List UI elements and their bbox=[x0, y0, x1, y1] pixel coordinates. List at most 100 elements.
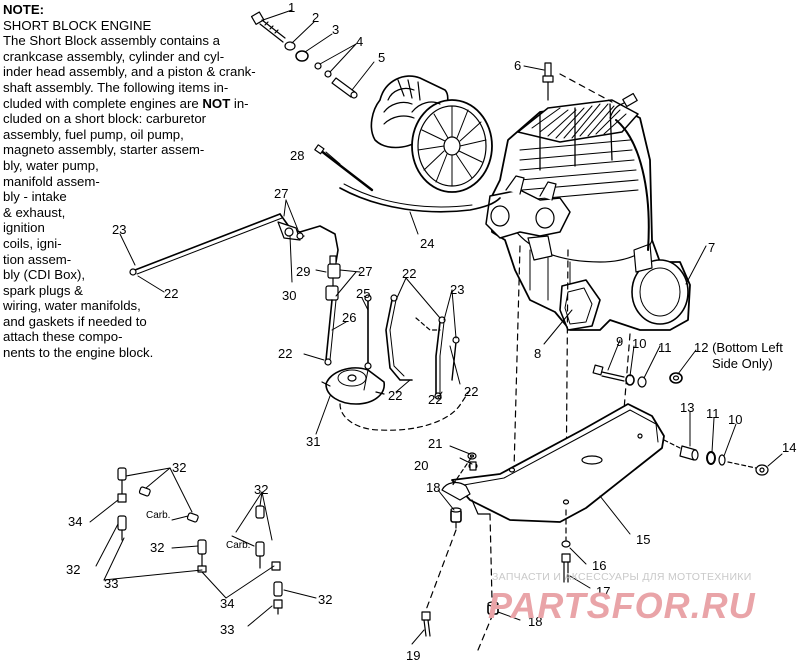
note-line: manifold assem- bbox=[3, 173, 100, 189]
note-line: cluded on a short block: carburetor bbox=[3, 111, 207, 127]
rubber-mount-part-18 bbox=[450, 507, 462, 529]
callout-22b: 22 bbox=[278, 346, 292, 361]
cable-tie-part-28 bbox=[314, 144, 374, 192]
callout-6: 6 bbox=[514, 58, 521, 73]
callout-24: 24 bbox=[420, 236, 434, 251]
callout-5: 5 bbox=[378, 50, 385, 65]
callout-34b: 34 bbox=[220, 596, 234, 611]
washer-part-11b bbox=[706, 451, 716, 465]
callout-32c: 32 bbox=[150, 540, 164, 555]
callout-21: 21 bbox=[428, 436, 442, 451]
carb-label-1: Carb. bbox=[146, 510, 170, 521]
washer-part-3 bbox=[295, 50, 309, 62]
fuel-fitting-group-right bbox=[255, 505, 283, 615]
bolt-part-1 bbox=[250, 11, 286, 43]
callout-3: 3 bbox=[332, 22, 339, 37]
callout-19: 19 bbox=[406, 648, 420, 663]
callout-labels: 1 2 3 4 5 6 7 8 9 10 11 12 (Bottom Left … bbox=[66, 0, 796, 663]
bolt-part-17 bbox=[561, 553, 571, 583]
washer-part-21 bbox=[467, 452, 477, 460]
callout-22e: 22 bbox=[464, 384, 478, 399]
washer-part-10 bbox=[625, 374, 635, 386]
dash-line bbox=[565, 249, 569, 501]
callout-28: 28 bbox=[290, 148, 304, 163]
dash-line bbox=[477, 613, 494, 651]
fuel-line-part-25 bbox=[364, 294, 372, 370]
washer-part-2 bbox=[284, 41, 296, 51]
callout-4: 4 bbox=[356, 34, 363, 49]
dash-line bbox=[425, 529, 457, 611]
leader-lines bbox=[89, 9, 783, 645]
fuel-line-part-23-left bbox=[129, 213, 339, 276]
callout-31: 31 bbox=[306, 434, 320, 449]
note-block: NOTE: SHORT BLOCK ENGINE The Short Block… bbox=[3, 2, 303, 361]
note-line: bly (CDI Box), bbox=[3, 267, 86, 283]
note-line: spark plugs & bbox=[3, 282, 83, 298]
callout-23a: 23 bbox=[112, 222, 126, 237]
callout-1: 1 bbox=[288, 0, 295, 15]
dash-line bbox=[727, 461, 757, 469]
note-line: inder head assembly, and a piston & cran… bbox=[3, 64, 256, 80]
note-line: crankcase assembly, cylinder and cyl- bbox=[3, 48, 225, 64]
spacer-part-4 bbox=[314, 62, 332, 78]
callout-30: 30 bbox=[282, 288, 296, 303]
watermark-logo: PARTSFOR.RU bbox=[488, 585, 756, 626]
callout-2: 2 bbox=[312, 10, 319, 25]
callout-18a: 18 bbox=[426, 480, 440, 495]
note-line: bly - intake bbox=[3, 189, 67, 205]
dash-line bbox=[623, 333, 631, 411]
callout-33a: 33 bbox=[104, 576, 118, 591]
washer-part-11 bbox=[637, 376, 647, 388]
callout-18b: 18 bbox=[528, 614, 542, 629]
callout-22f: 22 bbox=[428, 392, 442, 407]
fitting-part-30 bbox=[277, 221, 304, 241]
clutch-assembly bbox=[370, 75, 493, 193]
note-line: attach these compo- bbox=[3, 329, 123, 345]
dash-line bbox=[513, 245, 521, 471]
watermark-tagline: ЗАПЧАСТИ И АКСЕССУАРЫ ДЛЯ МОТОТЕХНИКИ bbox=[492, 571, 752, 583]
callout-27b: 27 bbox=[358, 264, 372, 279]
callout-16: 16 bbox=[592, 558, 606, 573]
callout-20: 20 bbox=[414, 458, 428, 473]
pump-part-31 bbox=[321, 367, 471, 431]
note-line: The Short Block assembly contains a bbox=[3, 33, 220, 49]
callout-13: 13 bbox=[680, 400, 694, 415]
callout-12-note: Side Only) bbox=[712, 356, 773, 371]
washer-part-16 bbox=[561, 540, 571, 548]
fuel-line-part-23-right bbox=[385, 294, 460, 400]
callout-11: 11 bbox=[658, 340, 672, 355]
note-line: ignition bbox=[3, 220, 45, 236]
note-line: wiring, water manifolds, bbox=[3, 298, 141, 314]
filter-part-29 bbox=[325, 255, 341, 301]
note-line: and gaskets if needed to bbox=[3, 313, 147, 329]
spark-plug-part-6 bbox=[542, 62, 650, 251]
throttle-cable-line bbox=[343, 183, 473, 208]
dash-line bbox=[663, 439, 681, 449]
throttle-cable-part-24 bbox=[339, 187, 501, 213]
dash-line bbox=[451, 457, 472, 487]
callout-33b: 33 bbox=[220, 622, 234, 637]
note-heading: NOTE: bbox=[3, 2, 45, 17]
callout-32b: 32 bbox=[254, 482, 268, 497]
note-line-part: cluded with complete engines are bbox=[3, 95, 203, 111]
mounting-plate-part-15 bbox=[441, 403, 665, 523]
callout-10b: 10 bbox=[728, 412, 742, 427]
callout-15: 15 bbox=[636, 532, 650, 547]
note-line-part: in- bbox=[230, 95, 249, 111]
washer-part-10b bbox=[718, 454, 726, 466]
callout-32d: 32 bbox=[66, 562, 80, 577]
callout-11b: 11 bbox=[706, 406, 720, 421]
nut-part-12 bbox=[669, 372, 683, 384]
fuel-fitting-group-left bbox=[117, 467, 207, 573]
carb-label-2: Carb. bbox=[226, 540, 250, 551]
sleeve-part-5 bbox=[331, 77, 358, 99]
callout-22a: 22 bbox=[164, 286, 178, 301]
note-line: coils, igni- bbox=[3, 235, 62, 251]
engine-block bbox=[485, 99, 691, 331]
note-subheading: SHORT BLOCK ENGINE bbox=[3, 17, 152, 33]
bolt-part-19 bbox=[421, 611, 431, 637]
callout-34a: 34 bbox=[68, 514, 82, 529]
bolt-part-9 bbox=[592, 364, 625, 382]
callout-22d: 22 bbox=[388, 388, 402, 403]
note-not-word: NOT bbox=[202, 95, 231, 111]
